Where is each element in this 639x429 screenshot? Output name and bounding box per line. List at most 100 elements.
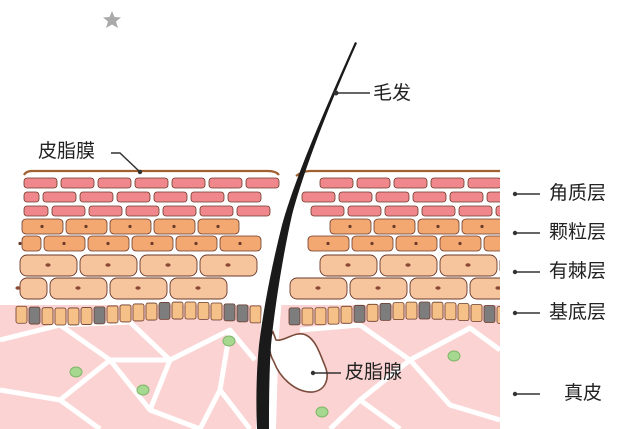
basale-cell bbox=[340, 305, 353, 324]
cell-nucleus bbox=[165, 263, 171, 267]
basale-cell bbox=[444, 302, 457, 321]
corneum-cell bbox=[60, 177, 95, 189]
sebum-film-line bbox=[23, 169, 500, 177]
dermis-fiber bbox=[197, 388, 223, 429]
corneum-cell bbox=[97, 177, 132, 189]
basale-cell bbox=[366, 303, 379, 322]
stratum-spinosum-cells bbox=[15, 254, 500, 300]
basale-cell bbox=[93, 306, 106, 325]
basale-cell bbox=[496, 306, 500, 324]
cell-nucleus bbox=[40, 224, 44, 229]
corneum-cell bbox=[458, 205, 493, 217]
basale-cell bbox=[223, 303, 236, 322]
basale-cell bbox=[483, 305, 496, 323]
basale-cell bbox=[392, 302, 405, 321]
basale-cell bbox=[236, 304, 249, 323]
hair-shaft bbox=[256, 42, 357, 429]
spinosum-cell bbox=[19, 277, 48, 300]
dermis-cell bbox=[315, 406, 329, 418]
corneum-cell bbox=[42, 191, 77, 203]
corneum-cell bbox=[23, 205, 49, 217]
corneum-cell bbox=[23, 177, 58, 189]
cell-nucleus bbox=[150, 241, 154, 246]
label-sebaceous-gland: 皮脂腺 bbox=[345, 361, 403, 383]
corneum-cell bbox=[486, 191, 500, 203]
basale-cell bbox=[197, 301, 210, 320]
cell-nucleus bbox=[75, 286, 81, 290]
basale-cell bbox=[119, 304, 132, 323]
dermis-fiber bbox=[58, 397, 102, 429]
corneum-cell bbox=[162, 205, 197, 217]
basale-cell bbox=[379, 302, 392, 321]
stratum-corneum-cells bbox=[23, 177, 500, 217]
cell-nucleus bbox=[480, 224, 484, 229]
basale-cell bbox=[80, 307, 93, 325]
basale-cell bbox=[249, 305, 262, 324]
label-stratum-corneum: 角质层 bbox=[549, 182, 607, 204]
cell-nucleus bbox=[465, 263, 471, 267]
basale-cell bbox=[457, 303, 470, 321]
corneum-cell bbox=[245, 177, 280, 189]
dermis-cell bbox=[447, 350, 461, 362]
corneum-cell bbox=[134, 177, 169, 189]
basale-cell bbox=[405, 301, 418, 320]
corneum-cell bbox=[301, 191, 336, 203]
basale-cell bbox=[28, 306, 41, 325]
cell-nucleus bbox=[172, 224, 176, 229]
cell-nucleus bbox=[135, 286, 141, 290]
corneum-cell bbox=[421, 205, 456, 217]
cell-nucleus bbox=[375, 286, 381, 290]
corneum-cell bbox=[310, 205, 345, 217]
corneum-cell bbox=[236, 205, 271, 217]
cell-nucleus bbox=[84, 224, 88, 229]
cell-nucleus bbox=[194, 241, 198, 246]
cell-nucleus bbox=[436, 224, 440, 229]
cell-nucleus bbox=[458, 241, 462, 246]
corneum-cell bbox=[495, 205, 500, 217]
cell-nucleus bbox=[315, 286, 321, 290]
stratum-basale-cells bbox=[15, 301, 500, 326]
cell-nucleus bbox=[18, 241, 22, 246]
cell-nucleus bbox=[216, 224, 220, 229]
corneum-cell bbox=[51, 205, 86, 217]
spinosum-cell bbox=[469, 277, 500, 300]
corneum-cell bbox=[356, 177, 391, 189]
basale-cell bbox=[132, 303, 145, 322]
cell-nucleus bbox=[238, 241, 242, 246]
cell-nucleus bbox=[392, 224, 396, 229]
stratum-granulosum-cells bbox=[18, 218, 505, 252]
basale-cell bbox=[158, 302, 171, 320]
star-icon bbox=[103, 11, 121, 28]
cell-nucleus bbox=[326, 241, 330, 246]
granulosum-cell bbox=[483, 235, 500, 252]
corneum-cell bbox=[208, 177, 243, 189]
corneum-cell bbox=[384, 205, 419, 217]
corneum-cell bbox=[338, 191, 373, 203]
basale-cell bbox=[184, 301, 197, 320]
basale-cell bbox=[67, 307, 80, 326]
dermis-cells bbox=[69, 335, 461, 418]
corneum-cell bbox=[153, 191, 188, 203]
leader-dots bbox=[137, 90, 518, 397]
cell-nucleus bbox=[414, 241, 418, 246]
basale-cell bbox=[54, 307, 67, 326]
basale-cell bbox=[145, 302, 158, 321]
dermis-cell bbox=[136, 384, 150, 396]
label-dermis: 真皮 bbox=[564, 382, 603, 404]
corneum-cell bbox=[375, 191, 410, 203]
dermis-cell bbox=[69, 366, 83, 378]
basale-cell bbox=[470, 304, 483, 322]
cell-nucleus bbox=[435, 286, 441, 290]
cell-nucleus bbox=[45, 263, 51, 267]
cell-nucleus bbox=[15, 286, 21, 290]
basale-cell bbox=[431, 301, 444, 320]
corneum-cell bbox=[190, 191, 225, 203]
corneum-cell bbox=[412, 191, 447, 203]
basale-cell bbox=[327, 306, 340, 325]
leader-lines bbox=[111, 92, 540, 395]
granulosum-cell bbox=[21, 235, 42, 252]
cell-nucleus bbox=[345, 263, 351, 267]
corneum-cell bbox=[393, 177, 428, 189]
cell-nucleus bbox=[502, 242, 505, 245]
